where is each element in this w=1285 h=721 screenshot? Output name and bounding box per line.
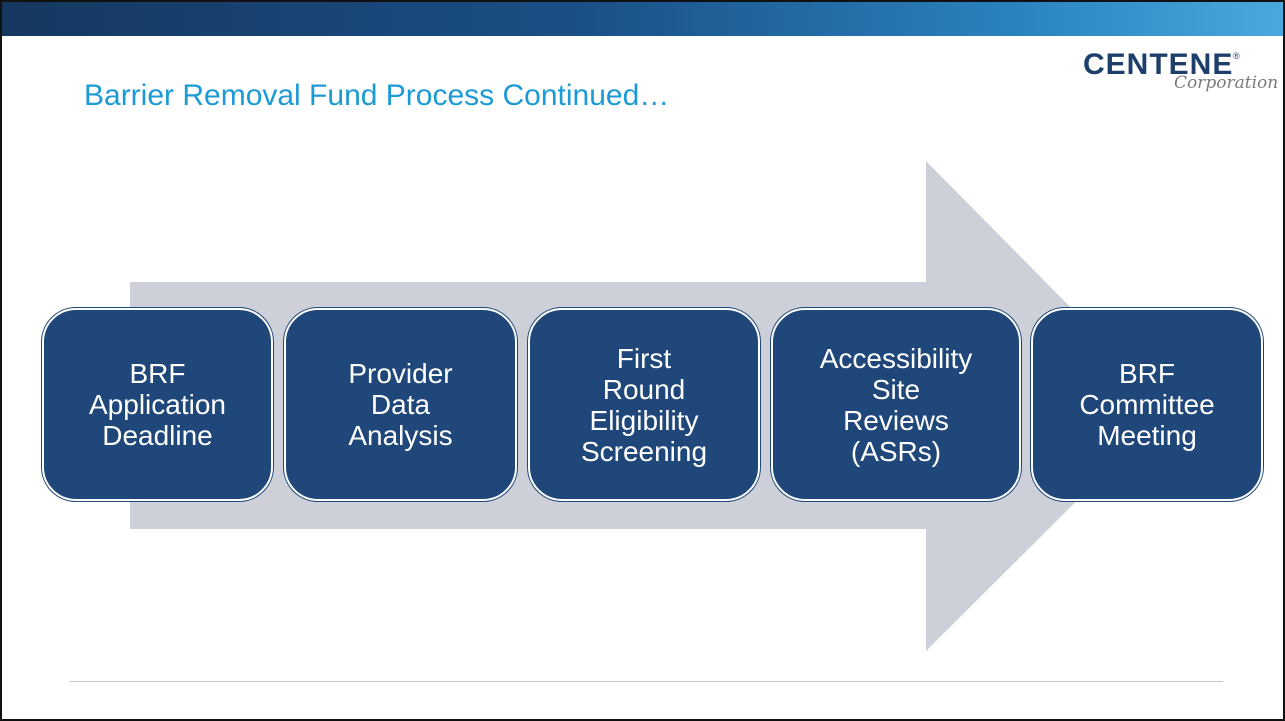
logo-wordmark: CENTENE <box>1083 48 1234 81</box>
process-step-2-label: Provider Data Analysis <box>348 358 453 451</box>
logo-subtitle: Corporation <box>1174 73 1279 93</box>
process-step-3-label: First Round Eligibility Screening <box>580 342 708 467</box>
logo-registered-mark: ® <box>1233 51 1240 61</box>
centene-logo: CENTENE ® Corporation <box>1083 48 1278 97</box>
process-step-4-label: Accessibility Site Reviews (ASRs) <box>819 342 973 467</box>
process-step-1-label: BRF Application Deadline <box>89 358 226 451</box>
process-step-5-label: BRF Committee Meeting <box>1079 358 1215 451</box>
header-band <box>0 0 1285 36</box>
slide-title: Barrier Removal Fund Process Continued… <box>84 79 670 112</box>
process-step-2: Provider Data Analysis <box>284 308 517 501</box>
process-step-5: BRF Committee Meeting <box>1031 308 1263 501</box>
process-step-3: First Round Eligibility Screening <box>528 308 760 501</box>
footer-divider <box>70 681 1223 682</box>
process-step-1: BRF Application Deadline <box>42 308 273 501</box>
process-step-4: Accessibility Site Reviews (ASRs) <box>771 308 1021 501</box>
